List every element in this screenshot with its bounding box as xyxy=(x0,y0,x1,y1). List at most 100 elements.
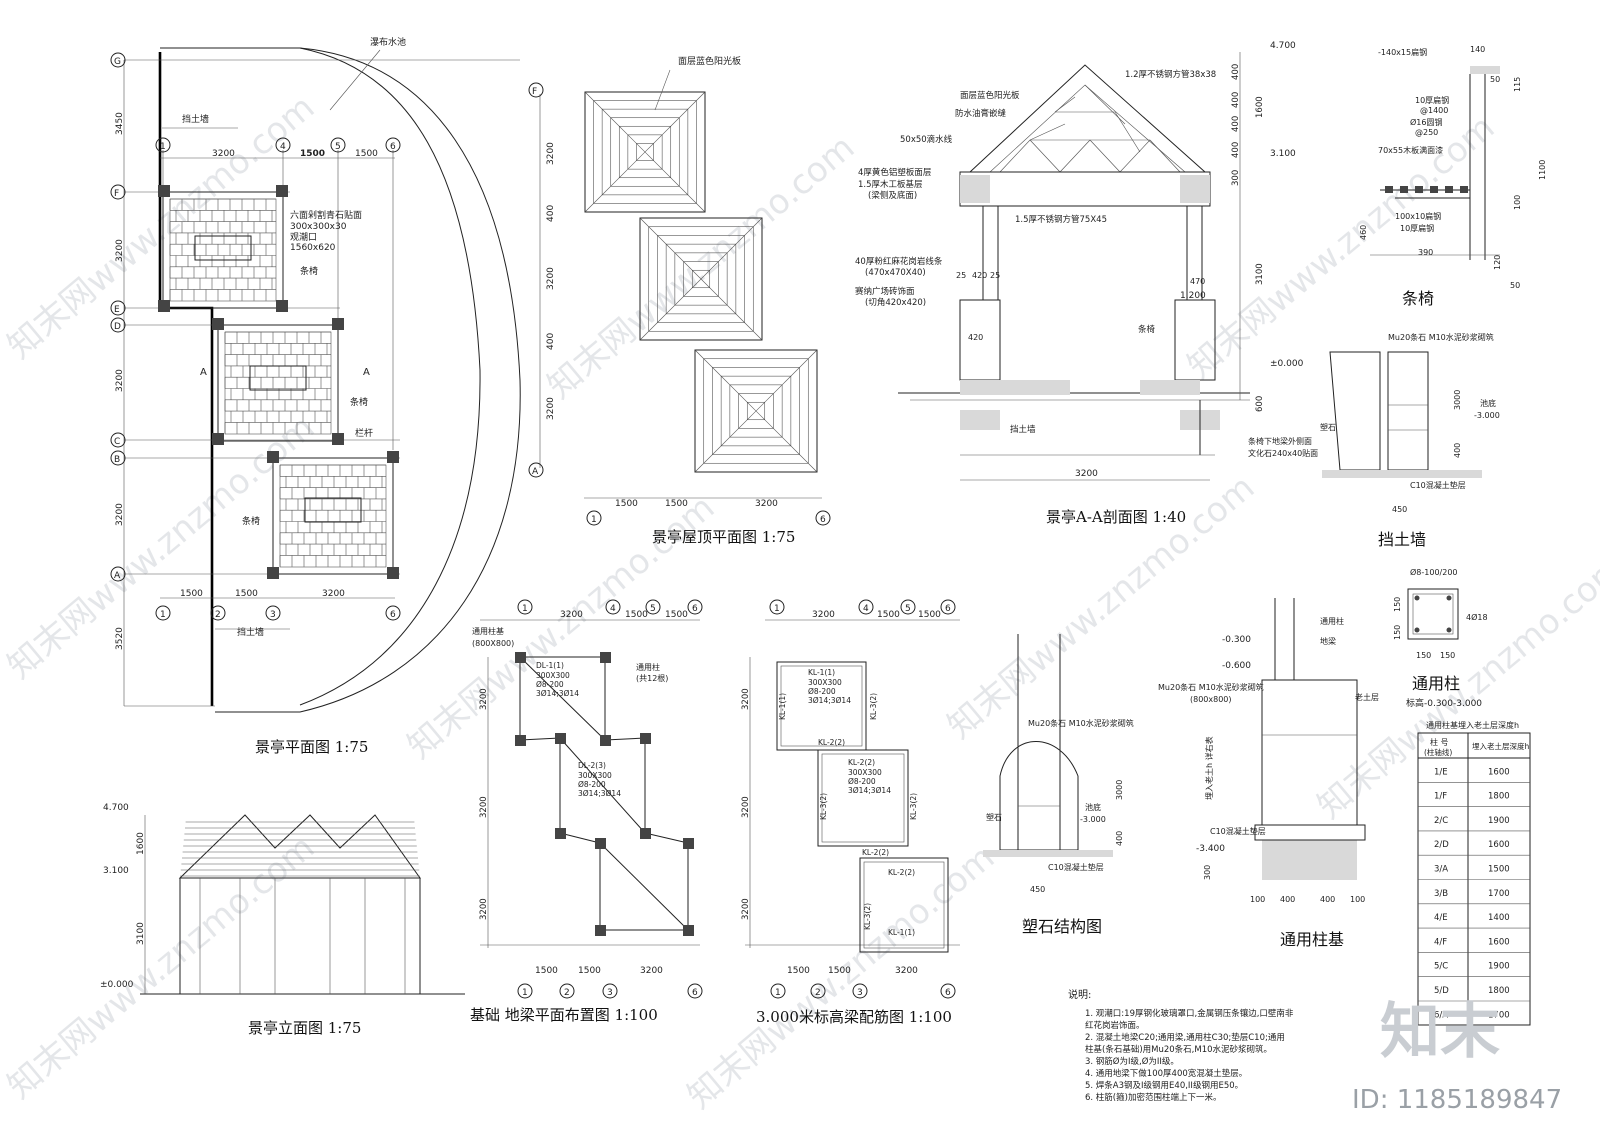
svg-text:70x55木板满面漆: 70x55木板满面漆 xyxy=(1378,145,1443,155)
svg-text:1500: 1500 xyxy=(235,589,258,599)
svg-text:300X300: 300X300 xyxy=(578,771,612,780)
svg-text:1500: 1500 xyxy=(300,149,325,159)
column-footing xyxy=(515,735,526,746)
svg-text:G: G xyxy=(114,57,121,67)
retaining-wall-title: 挡土墙 xyxy=(1378,530,1426,549)
watermark-text: 知末网www.znzmo.com xyxy=(680,837,1002,1116)
roof-ring xyxy=(601,108,689,196)
svg-text:3200: 3200 xyxy=(546,142,556,165)
svg-text:400: 400 xyxy=(546,333,556,350)
bench-label: 条椅 xyxy=(300,265,318,277)
brand-logo: 知末 xyxy=(1380,997,1500,1067)
svg-text:5: 5 xyxy=(905,604,911,614)
svg-text:50: 50 xyxy=(1510,281,1520,290)
section-title: 景亭A-A剖面图 1:40 xyxy=(1046,508,1186,526)
svg-text:KL-3(2): KL-3(2) xyxy=(869,693,878,720)
svg-text:1100: 1100 xyxy=(1538,160,1547,180)
plan-axis-bubbles-bottom: 1 2 3 6 1500 1500 3200 xyxy=(155,589,401,621)
table-cell-column: 4/F xyxy=(1434,937,1447,947)
svg-text:C10混凝土垫层: C10混凝土垫层 xyxy=(1410,480,1466,490)
table-cell-depth: 1500 xyxy=(1488,865,1510,875)
table-header: 柱 号 xyxy=(1430,737,1449,747)
svg-text:-0.300: -0.300 xyxy=(1222,635,1251,645)
roof-ring xyxy=(648,226,754,332)
svg-text:4: 4 xyxy=(863,604,869,614)
svg-text:3Ø14;3Ø14: 3Ø14;3Ø14 xyxy=(536,689,579,698)
svg-text:池底: 池底 xyxy=(1085,802,1101,812)
svg-text:50: 50 xyxy=(1490,75,1500,84)
bench-label: 条椅 xyxy=(242,515,260,527)
roof-ring xyxy=(657,235,745,323)
svg-text:3: 3 xyxy=(857,988,863,998)
svg-text:条椅: 条椅 xyxy=(1138,324,1156,335)
roof-shingles xyxy=(180,821,420,877)
svg-text:KL-2(2): KL-2(2) xyxy=(888,868,915,877)
column-footing xyxy=(640,828,651,839)
svg-text:300: 300 xyxy=(1203,865,1212,880)
table-cell-depth: 1900 xyxy=(1488,816,1510,826)
svg-text:3200: 3200 xyxy=(115,369,125,392)
table-cell-column: 2/D xyxy=(1434,840,1449,850)
roof-ring xyxy=(683,261,719,297)
roof-ring xyxy=(703,358,809,464)
table-cell-depth: 1600 xyxy=(1488,840,1510,850)
svg-text:1: 1 xyxy=(522,604,528,614)
svg-text:Ø8-200: Ø8-200 xyxy=(848,777,876,786)
svg-text:3200: 3200 xyxy=(895,966,918,976)
column-footing xyxy=(555,733,566,744)
column-footing xyxy=(595,838,606,849)
svg-text:3200: 3200 xyxy=(322,589,345,599)
table-cell-depth: 1600 xyxy=(1488,767,1510,777)
svg-text:-140x15扁钢: -140x15扁钢 xyxy=(1378,47,1427,57)
svg-text:1.5厚不锈钢方管75X45: 1.5厚不锈钢方管75X45 xyxy=(1015,214,1107,225)
ground-beam xyxy=(644,832,689,844)
svg-text:1: 1 xyxy=(522,988,528,998)
svg-text:6: 6 xyxy=(692,604,698,614)
ground-beam xyxy=(559,737,646,834)
svg-text:3000: 3000 xyxy=(1453,390,1462,410)
svg-text:3Ø14;3Ø14: 3Ø14;3Ø14 xyxy=(578,789,621,798)
svg-text:3450: 3450 xyxy=(115,112,125,135)
truss-member xyxy=(1054,96,1076,113)
svg-text:450: 450 xyxy=(1030,885,1045,894)
svg-text:3200: 3200 xyxy=(115,239,125,262)
svg-text:条椅下地梁外侧面: 条椅下地梁外侧面 xyxy=(1248,436,1312,446)
roof-ring xyxy=(584,91,706,213)
svg-text:400: 400 xyxy=(1231,92,1241,108)
svg-text:1500: 1500 xyxy=(665,610,688,620)
svg-text:300X300: 300X300 xyxy=(848,768,882,777)
retain-wall-label: 挡土墙 xyxy=(182,113,209,125)
viewing-window xyxy=(304,497,362,523)
svg-text:420: 420 xyxy=(972,271,987,280)
svg-text:KL-2(2): KL-2(2) xyxy=(818,738,845,747)
svg-text:470: 470 xyxy=(1190,277,1205,286)
svg-text:F: F xyxy=(532,87,537,97)
plan-title: 景亭平面图 1:75 xyxy=(255,738,368,756)
svg-text:6: 6 xyxy=(945,604,951,614)
table-cell-depth: 1800 xyxy=(1488,792,1510,802)
roof-pyramids xyxy=(584,91,818,473)
svg-text:1500: 1500 xyxy=(877,610,900,620)
truss-member xyxy=(1114,111,1141,153)
pool-label: 瀑布水池 xyxy=(370,36,406,48)
svg-text:赛纳广场砖饰面: 赛纳广场砖饰面 xyxy=(855,286,915,297)
column-footing xyxy=(640,733,651,744)
svg-text:600: 600 xyxy=(1255,396,1265,412)
svg-text:4: 4 xyxy=(280,142,286,152)
svg-text:3200: 3200 xyxy=(546,267,556,290)
svg-text:2: 2 xyxy=(215,610,221,620)
svg-text:通用柱: 通用柱 xyxy=(1320,616,1344,626)
roof-truss xyxy=(999,84,1181,173)
column-footing xyxy=(683,925,694,936)
svg-text:地梁: 地梁 xyxy=(1320,636,1336,646)
svg-text:防水油膏嵌缝: 防水油膏嵌缝 xyxy=(955,108,1007,119)
svg-text:140: 140 xyxy=(1470,45,1485,54)
table-header: 埋入老土层深度h xyxy=(1472,741,1529,751)
svg-text:KL-1(1): KL-1(1) xyxy=(808,668,835,677)
roof-ring xyxy=(627,134,663,170)
svg-text:KL-2(2): KL-2(2) xyxy=(848,758,875,767)
svg-text:(共12根): (共12根) xyxy=(636,673,668,683)
svg-text:KL-3(2): KL-3(2) xyxy=(909,793,918,820)
table-cell-column: 6/A xyxy=(1434,1010,1448,1020)
svg-text:100: 100 xyxy=(1350,895,1365,904)
